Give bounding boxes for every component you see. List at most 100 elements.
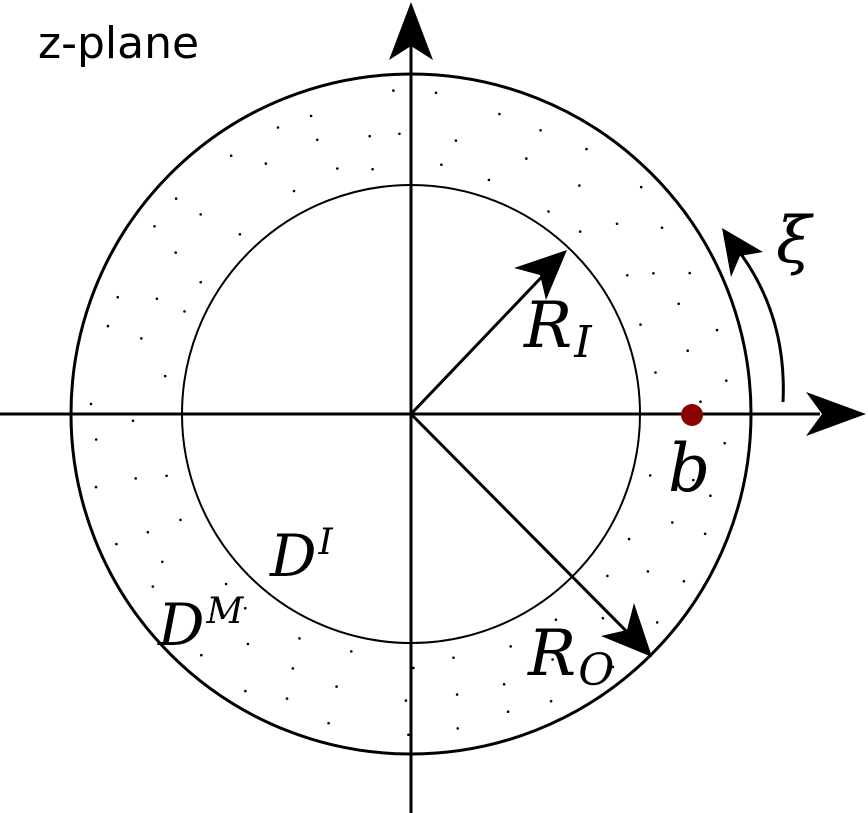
stipple-dot	[655, 621, 659, 624]
stipple-dot	[639, 323, 642, 326]
stipple-dot	[335, 685, 338, 688]
stipple-dot	[94, 438, 98, 441]
stipple-dot	[487, 178, 491, 182]
stipple-dot	[153, 225, 156, 228]
stipple-dot	[210, 613, 214, 616]
stipple-dot	[264, 162, 268, 165]
stipple-dot	[525, 157, 528, 160]
stipple-dot	[646, 570, 650, 573]
stipple-dot	[585, 147, 588, 151]
stipple-dot	[155, 297, 159, 301]
stipple-dot	[434, 91, 438, 95]
point-b-label: b	[668, 430, 710, 507]
stipple-dot	[509, 645, 512, 648]
stipple-dot	[703, 532, 707, 536]
stipple-dot	[709, 494, 712, 498]
y-axis-arrowhead	[389, 2, 433, 60]
inner-radius-arrow	[409, 250, 567, 416]
stipple-dot	[163, 374, 167, 378]
stipple-dot	[454, 139, 458, 142]
stipple-dot	[452, 656, 455, 659]
stipple-dot	[94, 485, 98, 489]
stipple-dot	[336, 167, 339, 170]
stipple-dot	[165, 474, 168, 478]
stipple-dot	[551, 658, 554, 661]
stipple-dot	[723, 441, 726, 445]
stipple-dot	[368, 134, 372, 138]
stipple-dot	[502, 683, 506, 686]
outer-radius-label: RO	[527, 617, 614, 696]
middle-domain-label: DM	[157, 591, 245, 659]
stipple-dot	[238, 233, 242, 236]
stipple-dot	[89, 402, 93, 406]
stipple-dot	[626, 274, 629, 277]
stipple-dot	[455, 693, 459, 696]
stipple-dot	[183, 310, 186, 313]
stipple-dot	[298, 637, 301, 640]
stipple-dot	[291, 667, 295, 670]
x-axis-arrowhead	[806, 392, 866, 436]
stipple-dot	[174, 197, 178, 200]
stipple-dot	[611, 665, 615, 669]
stipple-dot	[412, 666, 415, 670]
point-b-marker	[681, 404, 703, 426]
stipple-dot	[677, 302, 680, 306]
stipple-dot	[456, 727, 460, 730]
stipple-dot	[498, 112, 501, 116]
stipple-dot	[174, 251, 177, 254]
stipple-dot	[648, 474, 652, 477]
stipple-dot	[606, 574, 609, 578]
plane-title: z-plane	[38, 18, 199, 69]
stipple-dot	[392, 89, 395, 92]
stipple-dot	[200, 653, 203, 657]
stipple-dot	[627, 537, 631, 541]
stipple-dot	[398, 132, 401, 136]
stipple-dot	[276, 126, 280, 129]
stipple-dot	[229, 154, 233, 157]
inner-radius-label: RI	[523, 289, 593, 368]
stipple-dot	[224, 582, 228, 586]
stipple-dot	[547, 210, 550, 213]
stipple-dot	[131, 419, 135, 423]
stipple-dot	[407, 733, 410, 737]
stipple-dot	[146, 530, 150, 534]
stipple-dot	[440, 163, 443, 166]
annulus-stipple	[89, 89, 728, 737]
stipple-dot	[246, 642, 250, 646]
stipple-dot	[682, 580, 686, 583]
stipple-dot	[715, 328, 719, 332]
stipple-dot	[686, 349, 689, 353]
stipple-dot	[106, 324, 110, 328]
stipple-dot	[244, 689, 247, 693]
stipple-dot	[116, 295, 119, 299]
stipple-dot	[660, 226, 664, 229]
stipple-dot	[654, 371, 657, 374]
xi-label: ξ	[776, 204, 814, 278]
outer-radius-arrow	[409, 412, 652, 657]
stipple-dot	[140, 337, 143, 340]
stipple-dot	[179, 518, 182, 522]
stipple-dot	[549, 699, 553, 703]
stipple-dot	[539, 129, 542, 132]
stipple-dot	[688, 271, 691, 275]
stipple-dot	[327, 721, 330, 725]
stipple-dot	[639, 185, 643, 189]
stipple-dot	[692, 478, 695, 482]
stipple-dot	[244, 606, 247, 610]
stipple-dot	[134, 477, 137, 480]
stipple-dot	[199, 280, 202, 284]
stipple-dot	[601, 616, 605, 620]
stipple-dot	[725, 379, 728, 383]
stipple-dot	[115, 542, 118, 546]
stipple-dot	[671, 521, 674, 524]
stipple-dot	[292, 189, 296, 193]
stipple-dot	[652, 272, 655, 275]
stipple-dot	[615, 222, 619, 226]
stipple-dot	[554, 618, 558, 621]
stipple-dot	[350, 650, 353, 653]
stipple-dot	[371, 167, 374, 171]
stipple-dot	[161, 560, 164, 564]
stipple-dot	[404, 699, 408, 702]
